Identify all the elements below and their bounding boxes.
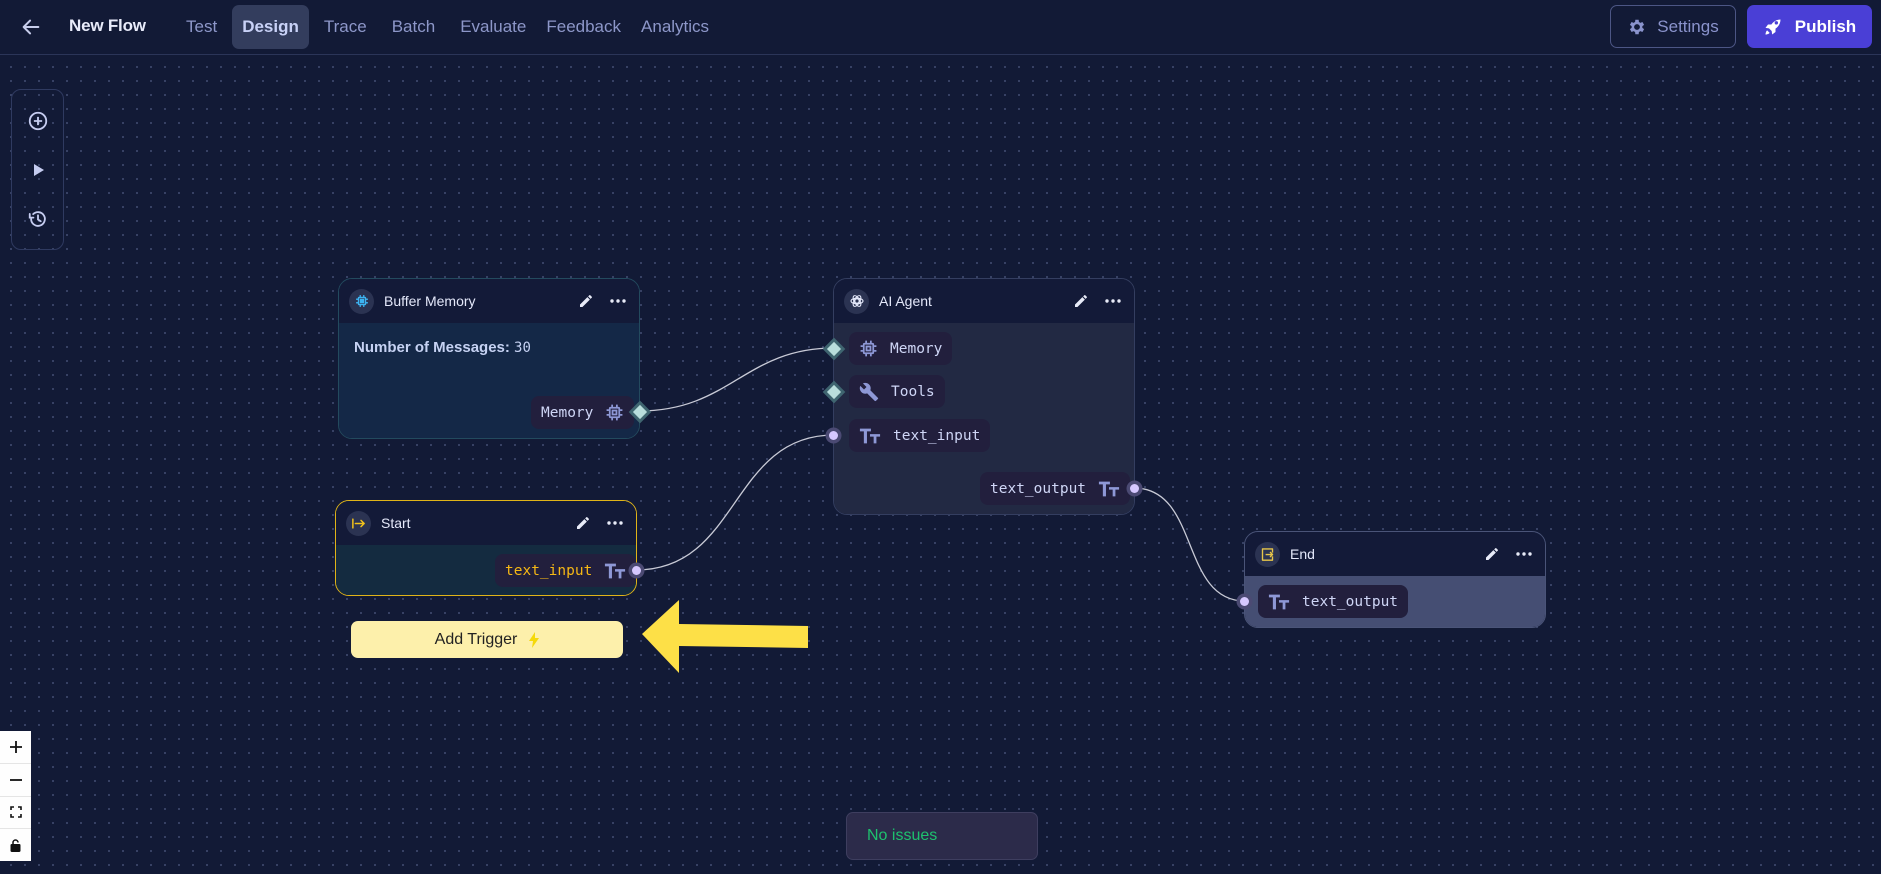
play-icon — [33, 163, 44, 176]
openai-icon — [844, 288, 869, 314]
history-button[interactable] — [22, 203, 54, 235]
edit-button[interactable] — [1072, 290, 1090, 312]
plus-circle-icon — [28, 111, 47, 130]
more-button[interactable] — [606, 512, 624, 534]
chip-icon — [349, 288, 374, 314]
text-type-icon — [605, 563, 626, 578]
input-handle-text-input[interactable] — [829, 431, 838, 440]
rocket-icon — [1765, 19, 1781, 34]
top-bar: New Flow Test Design Trace Batch Evaluat… — [0, 0, 1881, 55]
flow-title: New Flow — [69, 16, 146, 35]
more-horizontal-icon — [607, 521, 623, 525]
tab-analytics[interactable]: Analytics — [641, 17, 710, 36]
annotation-arrow — [642, 600, 808, 673]
node-end[interactable]: End text_output — [1240, 531, 1546, 628]
input-tools[interactable]: Tools — [849, 375, 945, 408]
text-type-icon — [1098, 481, 1120, 496]
settings-label: Settings — [1657, 16, 1719, 36]
lightning-icon — [529, 631, 540, 648]
node-buffer-memory[interactable]: Buffer Memory Number of Messages: 30 Mem… — [338, 278, 648, 439]
more-horizontal-icon — [1105, 299, 1121, 303]
more-horizontal-icon — [1516, 552, 1532, 556]
more-button[interactable] — [1104, 290, 1122, 312]
edit-button[interactable] — [1483, 543, 1501, 565]
edge-text-input[interactable] — [635, 434, 835, 571]
node-start[interactable]: Start text_input — [335, 500, 641, 596]
zoom-in-button[interactable] — [0, 731, 31, 764]
side-toolbar — [11, 89, 64, 250]
tab-test[interactable]: Test — [186, 17, 218, 36]
plus-icon — [9, 740, 22, 753]
node-ai-agent[interactable]: AI Agent Memory Tools text_input text_ou… — [826, 278, 1139, 515]
text-type-icon — [859, 428, 881, 443]
zoom-out-button[interactable] — [0, 764, 31, 797]
node-title: AI Agent — [879, 293, 932, 309]
node-title: Buffer Memory — [384, 293, 476, 309]
tab-feedback[interactable]: Feedback — [546, 17, 622, 36]
settings-button[interactable]: Settings — [1610, 5, 1736, 48]
input-text-input[interactable]: text_input — [849, 419, 991, 452]
output-text-input[interactable]: text_input — [495, 554, 637, 587]
exit-icon — [1255, 541, 1280, 567]
tab-trace[interactable]: Trace — [323, 17, 367, 36]
wrench-icon — [859, 382, 879, 401]
output-label: text_output — [990, 480, 1087, 497]
arrow-left-icon — [22, 19, 40, 35]
output-label: text_input — [505, 562, 593, 579]
add-node-button[interactable] — [22, 105, 54, 137]
tab-batch[interactable]: Batch — [391, 17, 436, 36]
fit-view-button[interactable] — [0, 797, 31, 830]
input-label: Tools — [891, 383, 935, 400]
output-memory[interactable]: Memory — [531, 396, 635, 429]
edit-button[interactable] — [577, 290, 595, 312]
field-value: 30 — [514, 340, 531, 356]
tab-bar: Test Design Trace Batch Evaluate Feedbac… — [176, 5, 724, 49]
pencil-icon — [577, 517, 589, 529]
chip-icon — [860, 340, 877, 357]
edit-button[interactable] — [574, 512, 592, 534]
input-text-output[interactable]: text_output — [1258, 585, 1409, 618]
more-horizontal-icon — [610, 299, 626, 303]
publish-label: Publish — [1794, 16, 1857, 36]
more-button[interactable] — [1515, 543, 1533, 565]
node-title: Start — [381, 515, 411, 531]
output-handle[interactable] — [632, 566, 641, 575]
tab-design[interactable]: Design — [232, 5, 309, 49]
add-trigger-label: Add Trigger — [434, 630, 518, 648]
zoom-controls — [0, 731, 31, 861]
pencil-icon — [1075, 295, 1087, 307]
output-text-output[interactable]: text_output — [980, 472, 1131, 505]
input-label: text_output — [1302, 593, 1399, 610]
input-memory[interactable]: Memory — [849, 332, 953, 365]
output-label: Memory — [541, 404, 594, 421]
run-button[interactable] — [22, 154, 54, 186]
edge-memory[interactable] — [638, 347, 835, 412]
tab-evaluate[interactable]: Evaluate — [460, 17, 527, 36]
enter-arrow-icon — [346, 510, 371, 536]
add-trigger-button[interactable]: Add Trigger — [351, 621, 623, 658]
edge-text-output[interactable] — [1133, 487, 1246, 602]
field-label: Number of Messages: — [354, 339, 510, 356]
node-title: End — [1290, 546, 1315, 562]
minus-icon — [9, 778, 22, 781]
input-handle[interactable] — [1240, 597, 1249, 606]
status-text: No issues — [867, 827, 938, 844]
lock-button[interactable] — [0, 829, 31, 861]
text-type-icon — [1268, 594, 1290, 609]
history-icon — [28, 210, 46, 227]
input-label: text_input — [893, 427, 981, 444]
gear-icon — [1630, 19, 1645, 34]
lock-icon — [10, 838, 21, 852]
chip-icon — [606, 404, 623, 421]
pencil-icon — [1486, 548, 1498, 560]
status-badge[interactable]: No issues — [846, 812, 1038, 860]
output-handle-text-output[interactable] — [1130, 484, 1139, 493]
pencil-icon — [580, 295, 592, 307]
fullscreen-icon — [9, 806, 22, 819]
input-label: Memory — [890, 340, 943, 357]
more-button[interactable] — [609, 290, 627, 312]
back-button[interactable] — [18, 14, 44, 40]
publish-button[interactable]: Publish — [1747, 5, 1872, 48]
